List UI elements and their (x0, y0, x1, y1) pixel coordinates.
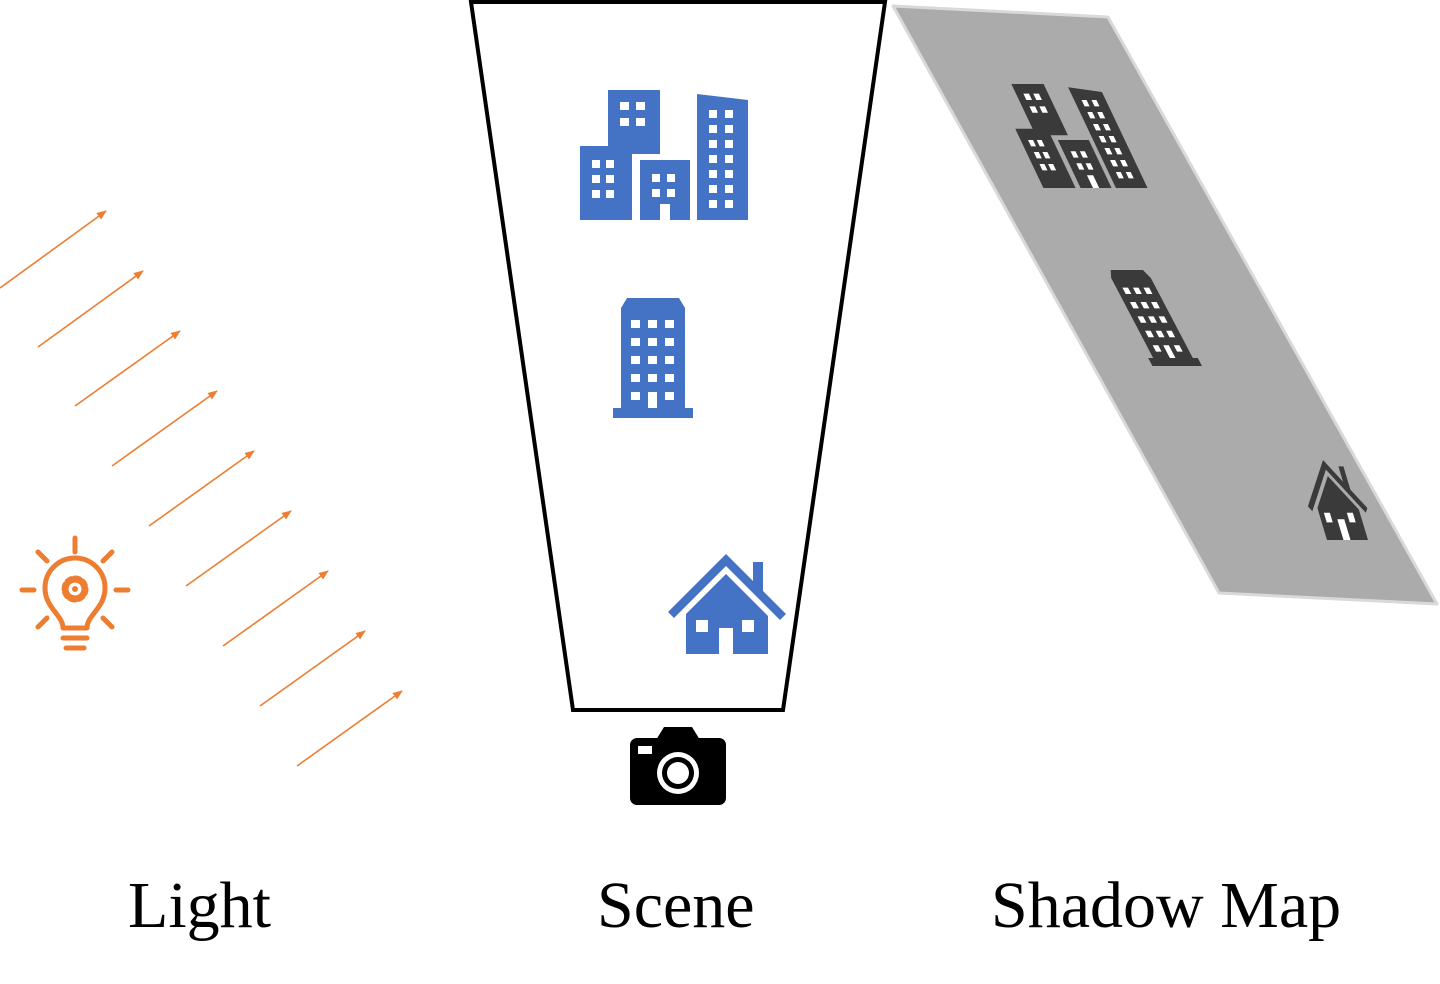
camera-icon (630, 727, 726, 805)
scene-caption: Scene (597, 869, 755, 942)
light-ray (296, 690, 403, 767)
shadow-map-caption: Shadow Map (991, 869, 1342, 942)
light-ray (222, 570, 329, 647)
light-ray (0, 210, 107, 289)
light-ray (111, 390, 218, 467)
light-caption: Light (128, 869, 271, 942)
light-ray (37, 270, 144, 348)
lightbulb-gear-icon (19, 535, 131, 651)
light-ray (185, 510, 292, 587)
light-ray (259, 630, 366, 707)
light-ray (74, 330, 181, 407)
light-rays (0, 210, 403, 767)
building-icon (613, 298, 693, 418)
light-ray (148, 450, 255, 527)
